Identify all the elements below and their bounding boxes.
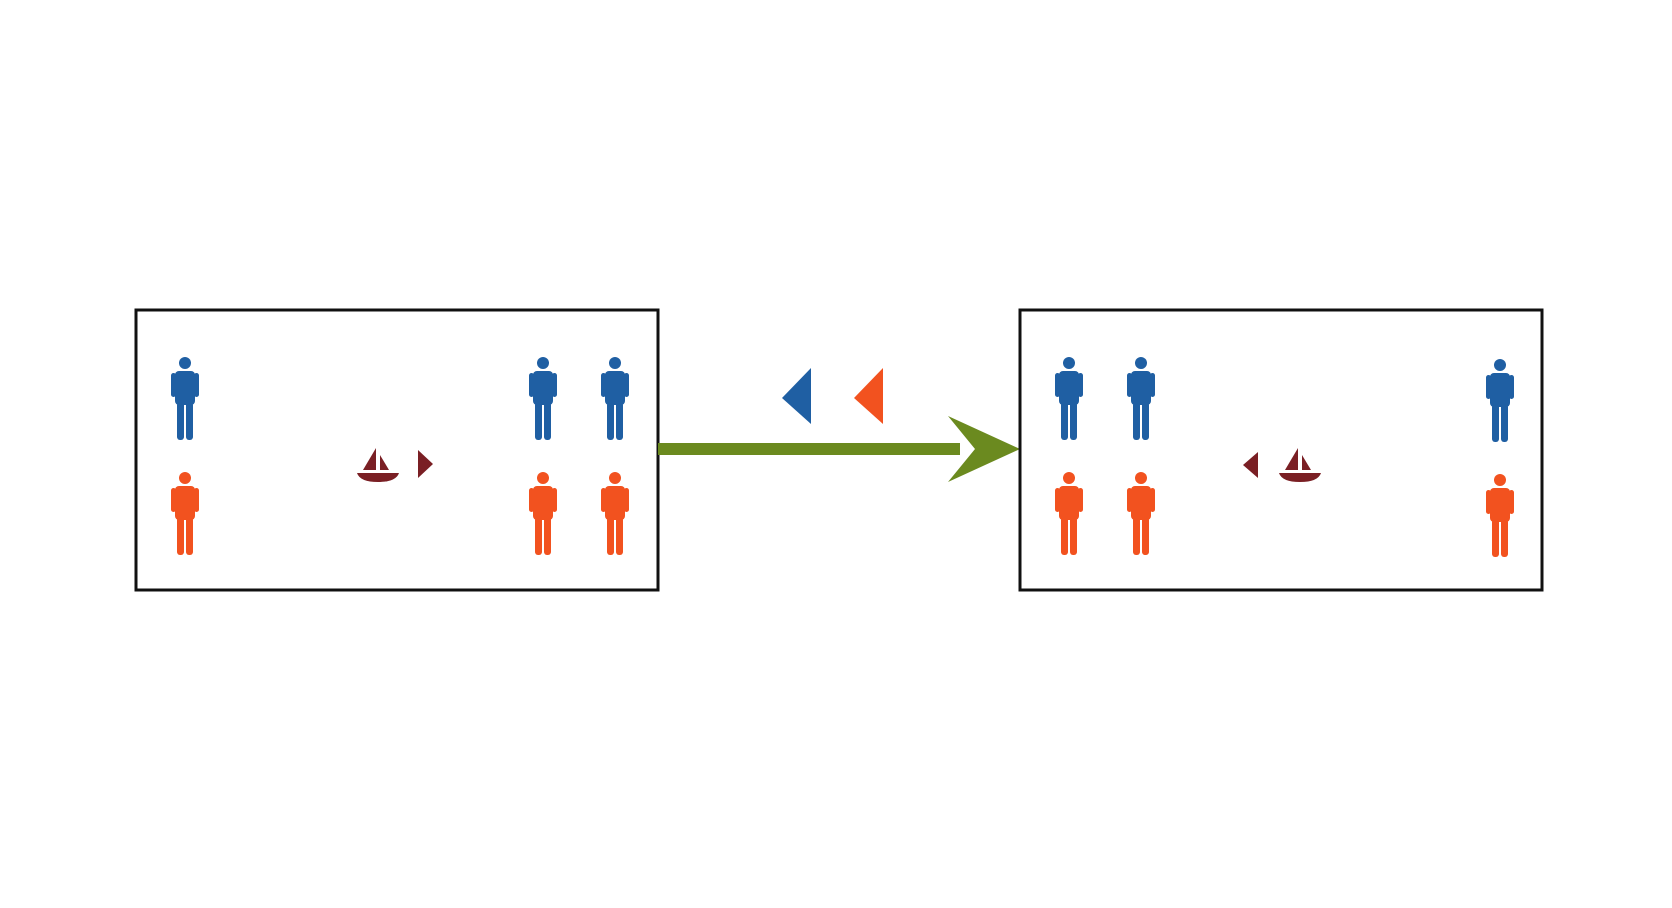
- state-before-box: [134, 308, 660, 592]
- boat-direction-left-icon: [1243, 452, 1258, 478]
- boat-before: [357, 448, 433, 482]
- state-after-box: [1018, 308, 1544, 592]
- transition-arrow-icon: [948, 416, 1020, 482]
- state-before: [134, 308, 660, 592]
- state-after: [1018, 308, 1544, 592]
- blue-triangle-icon: [782, 368, 811, 424]
- boat-direction-right-icon: [418, 450, 433, 478]
- orange-triangle-icon: [854, 368, 883, 424]
- transition: [658, 368, 1020, 482]
- boat-after: [1243, 448, 1321, 482]
